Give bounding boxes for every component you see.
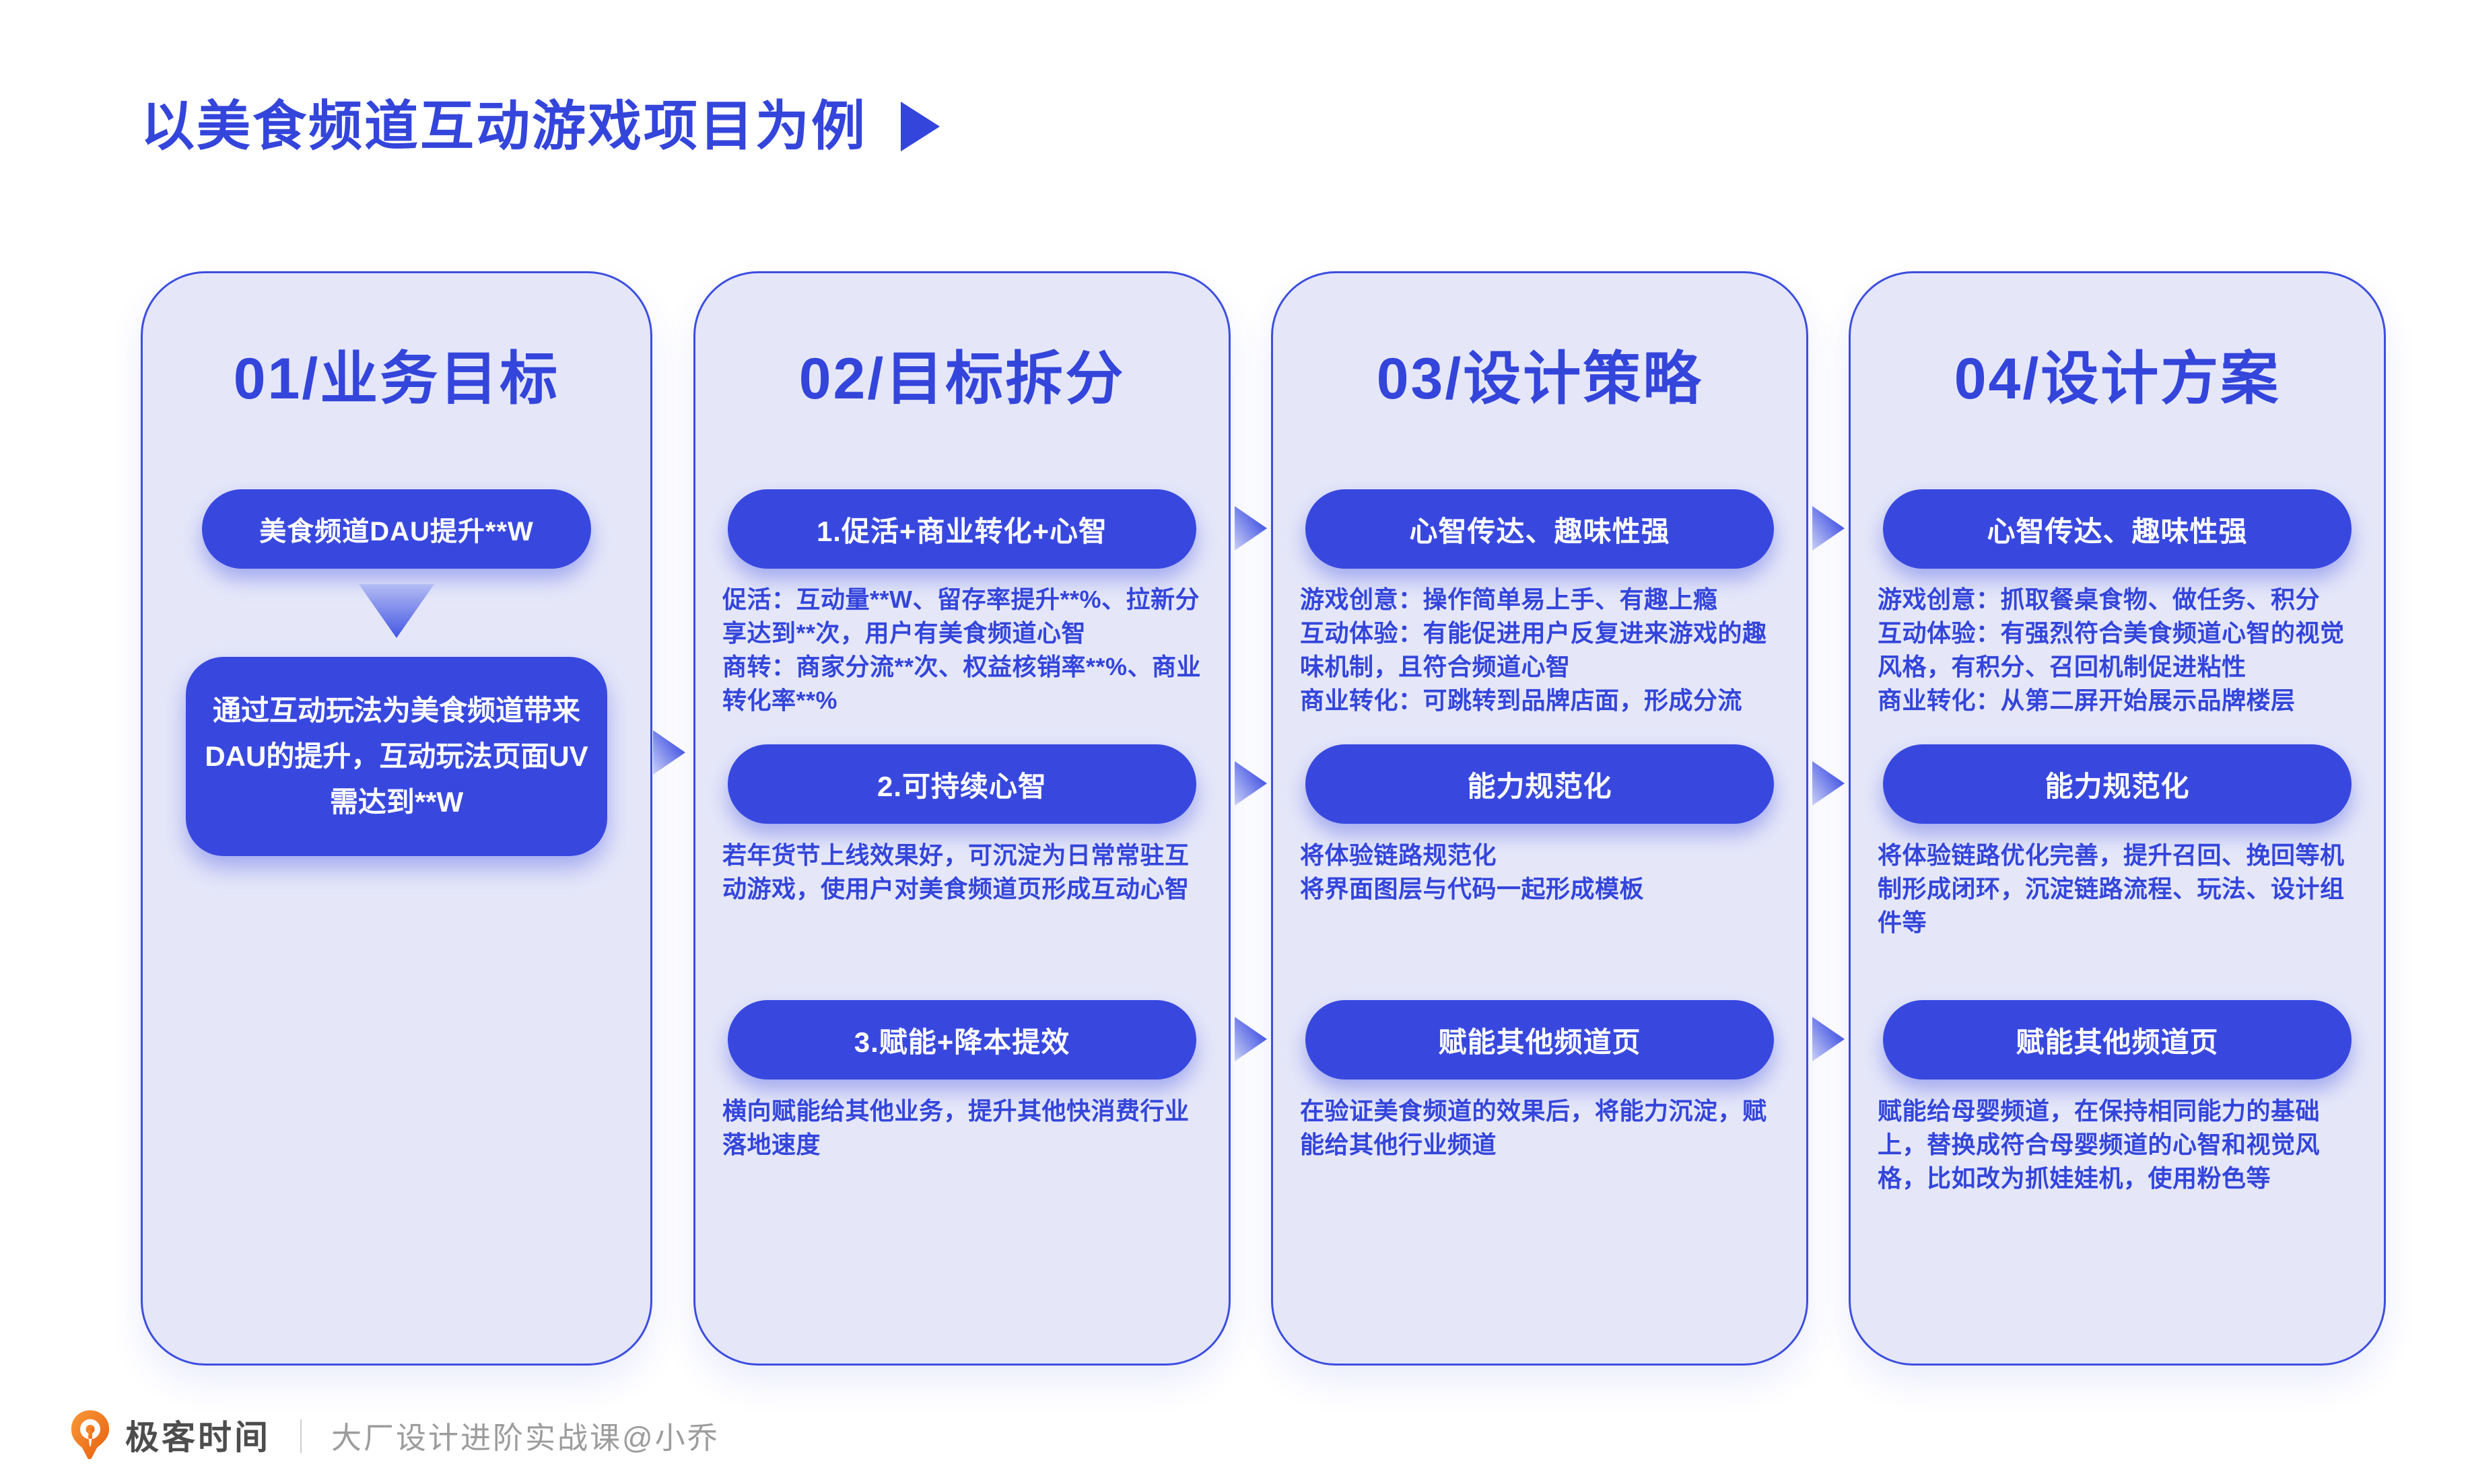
flow-arrow-icon bbox=[1235, 1017, 1267, 1061]
solution-pill-2: 能力规范化 bbox=[1883, 744, 2352, 824]
strategy-body-1: 游戏创意：操作简单易上手、有趣上瘾 互动体验：有能促进用户反复进来游戏的趣味机制… bbox=[1300, 586, 1767, 714]
card-business-goal: 01/业务目标 美食频道DAU提升**W 通过互动玩法为美食频道带来 DAU的提… bbox=[141, 271, 652, 1366]
flow-arrow-icon bbox=[1812, 1017, 1845, 1061]
card-design-strategy-title: 03/设计策略 bbox=[1376, 347, 1703, 411]
strategy-body-2: 将体验链路规范化 将界面图层与代码一起形成模板 bbox=[1300, 841, 1645, 903]
flow-arrow-icon bbox=[653, 730, 685, 775]
breakdown-pill-2: 2.可持续心智 bbox=[728, 744, 1196, 824]
breakdown-body-2: 若年货节上线效果好，可沉淀为日常常驻互动游戏，使用户对美食频道页形成互动心智 bbox=[722, 841, 1190, 903]
card-design-strategy: 03/设计策略 心智传达、趣味性强 游戏创意：操作简单易上手、有趣上瘾 互动体验… bbox=[1271, 271, 1808, 1366]
down-arrow-icon bbox=[359, 584, 434, 638]
play-triangle-icon bbox=[901, 102, 940, 151]
solution-body-3: 赋能给母婴频道，在保持相同能力的基础上，替换成符合母婴频道的心智和视觉风格，比如… bbox=[1878, 1097, 2321, 1192]
footer: 极客时间 ｜ 大厂设计进阶实战课@小乔 bbox=[70, 1409, 720, 1460]
page-header: 以美食频道互动游戏项目为例 bbox=[141, 94, 940, 159]
breakdown-body-3: 横向赋能给其他业务，提升其他快消费行业落地速度 bbox=[722, 1097, 1190, 1158]
breakdown-pill-1: 1.促活+商业转化+心智 bbox=[728, 489, 1196, 569]
card-design-solution: 04/设计方案 心智传达、趣味性强 游戏创意：抓取餐桌食物、做任务、积分 互动体… bbox=[1849, 271, 2386, 1366]
page-title: 以美食频道互动游戏项目为例 bbox=[141, 96, 867, 156]
course-name: 大厂设计进阶实战课@小乔 bbox=[331, 1420, 720, 1455]
flow-arrow-icon bbox=[1812, 506, 1845, 551]
strategy-pill-3: 赋能其他频道页 bbox=[1305, 1000, 1774, 1080]
strategy-pill-2: 能力规范化 bbox=[1305, 744, 1774, 824]
flow-arrow-icon bbox=[1235, 506, 1267, 551]
flow-arrow-icon bbox=[1812, 761, 1845, 806]
card-design-solution-title: 04/设计方案 bbox=[1954, 347, 2281, 411]
solution-body-1: 游戏创意：抓取餐桌食物、做任务、积分 互动体验：有强烈符合美食频道心智的视觉风格… bbox=[1878, 586, 2345, 714]
card-goal-breakdown: 02/目标拆分 1.促活+商业转化+心智 促活：互动量**W、留存率提升**%、… bbox=[693, 271, 1231, 1366]
card-goal-breakdown-title: 02/目标拆分 bbox=[798, 347, 1126, 411]
solution-body-2: 将体验链路优化完善，提升召回、挽回等机制形成闭环，沉淀链路流程、玩法、设计组件等 bbox=[1878, 841, 2345, 936]
solution-pill-3: 赋能其他频道页 bbox=[1883, 1000, 2352, 1080]
card-business-goal-title: 01/业务目标 bbox=[233, 347, 560, 411]
flow-arrow-icon bbox=[1235, 761, 1267, 806]
strategy-body-3: 在验证美食频道的效果后，将能力沉淀，赋能给其他行业频道 bbox=[1300, 1097, 1767, 1158]
strategy-pill-1: 心智传达、趣味性强 bbox=[1305, 489, 1774, 569]
goal-detail-box: 通过互动玩法为美食频道带来 DAU的提升，互动玩法页面UV 需达到**W bbox=[186, 657, 607, 856]
goal-pill: 美食频道DAU提升**W bbox=[202, 489, 591, 569]
geektime-logo-icon bbox=[71, 1410, 110, 1460]
solution-pill-1: 心智传达、趣味性强 bbox=[1883, 489, 2352, 569]
footer-divider: ｜ bbox=[284, 1419, 318, 1456]
breakdown-pill-3: 3.赋能+降本提效 bbox=[728, 1000, 1196, 1080]
breakdown-body-1: 促活：互动量**W、留存率提升**%、拉新分享达到**次，用户有美食频道心智 商… bbox=[722, 586, 1202, 714]
brand-name: 极客时间 bbox=[125, 1419, 271, 1456]
